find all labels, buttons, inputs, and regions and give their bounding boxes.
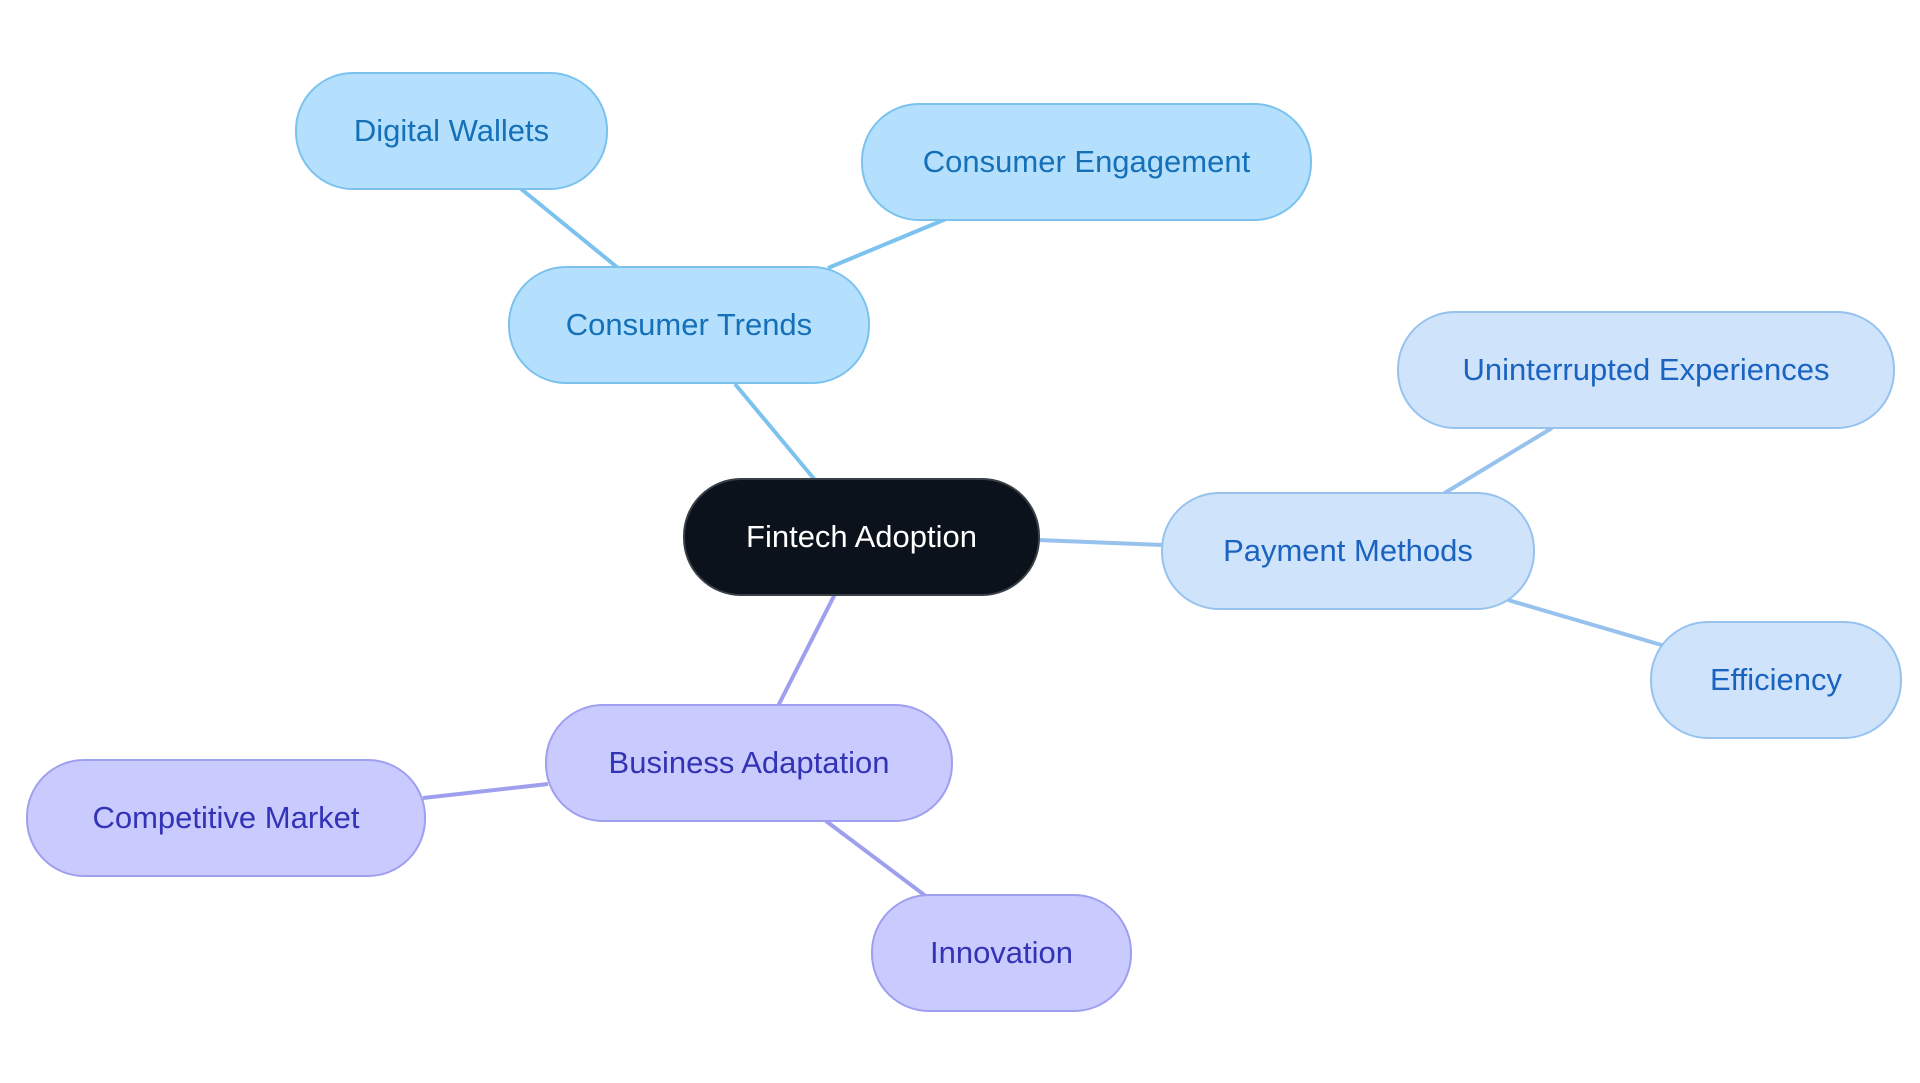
edge-root-consumer-trends (733, 382, 817, 482)
node-efficiency[interactable]: Efficiency (1650, 621, 1902, 739)
node-fintech-adoption[interactable]: Fintech Adoption (683, 478, 1040, 596)
node-consumer-engagement[interactable]: Consumer Engagement (861, 103, 1312, 221)
edge-consumer-trends-digital-wallets (518, 186, 620, 270)
edge-business-adaptation-innovation (824, 819, 929, 899)
node-payment-methods[interactable]: Payment Methods (1161, 492, 1535, 610)
node-digital-wallets[interactable]: Digital Wallets (295, 72, 608, 190)
edge-consumer-trends-consumer-engagement (827, 217, 947, 270)
edge-payment-methods-uninterrupted (1441, 426, 1554, 496)
node-innovation[interactable]: Innovation (871, 894, 1132, 1012)
node-consumer-trends[interactable]: Consumer Trends (508, 266, 870, 384)
edge-business-adaptation-competitive-market (422, 782, 549, 800)
edge-root-business-adaptation (775, 593, 837, 709)
edge-payment-methods-efficiency (1507, 598, 1666, 648)
node-business-adaptation[interactable]: Business Adaptation (545, 704, 953, 822)
node-competitive-market[interactable]: Competitive Market (26, 759, 426, 877)
node-uninterrupted-experiences[interactable]: Uninterrupted Experiences (1397, 311, 1895, 429)
edge-root-payment-methods (1037, 538, 1164, 547)
